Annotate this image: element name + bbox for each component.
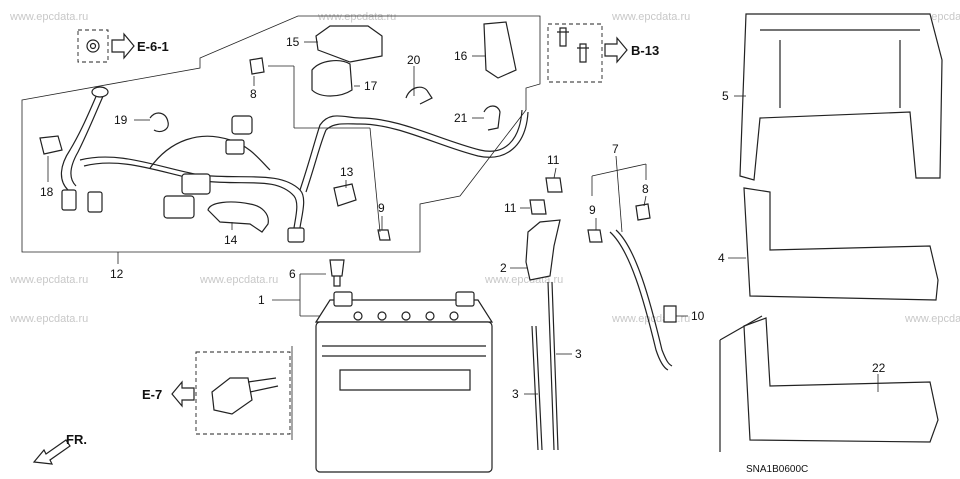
ref-b-13[interactable]: B-13 [631,43,659,58]
ref-e-6-1[interactable]: E-6-1 [137,39,169,54]
grommet-icon [86,39,100,53]
ground-cable-icon [609,231,669,371]
box-22-outline [719,315,763,452]
nut-icon [545,177,563,193]
battery-icon [314,291,494,473]
grommet-center [89,42,97,50]
ground-cable-icon-2 [615,229,673,367]
bolt-icon [249,57,265,75]
nut-icon [529,199,547,215]
watermark: www.epcdata.ru [9,313,88,325]
battery-box-cover-icon [739,13,943,181]
callout-14: 14 [224,233,238,247]
box-cover-ribs [760,29,920,108]
callout-15: 15 [286,35,300,49]
clip-icon [333,183,357,207]
nut-icon [587,229,603,243]
bolt-icon [329,259,345,287]
leader-lines [47,41,879,395]
terminal-cover-icon [311,60,353,97]
front-arrow-icon [32,439,71,465]
watermark: www.epcdata.ru [199,274,278,286]
ref-e-6-1-box [77,29,109,63]
bolt-icon [577,43,589,63]
drawing-code: SNA1B0600C [746,464,808,475]
watermark: www.epcdata.ru [611,11,690,23]
callout-16: 16 [454,49,468,63]
callout-19: 19 [114,113,128,127]
callout-5: 5 [722,89,729,103]
callout-9: 9 [589,203,596,217]
callout-3: 3 [512,387,519,401]
arrow-right-icon[interactable] [111,32,135,60]
front-label: FR. [66,432,87,447]
callout-17: 17 [364,79,378,93]
rod-icon [531,325,543,451]
callout-10: 10 [691,309,705,323]
callout-4: 4 [718,251,725,265]
callout-20: 20 [407,53,421,67]
callout-7: 7 [612,142,619,156]
callouts: 1 2 3 3 4 5 6 7 8 8 9 9 10 11 11 12 13 1… [40,35,886,401]
cable-lines [247,377,279,393]
callout-9: 9 [378,201,385,215]
ref-e-7[interactable]: E-7 [142,387,162,402]
callout-13: 13 [340,165,354,179]
watermark: www.epcdata.ru [904,313,960,325]
callout-6: 6 [289,267,296,281]
harness-group-outline [21,15,541,253]
clamp-icon [483,105,501,131]
arrow-left-icon[interactable] [171,380,195,408]
watermark: www.epcdata.ru [484,274,563,286]
fuse-box-icon [483,21,517,79]
watermark: www.epcdata.ru [317,11,396,23]
bolt-icon [557,27,569,47]
watermark: www.epcdata.ru [9,11,88,23]
callout-12: 12 [110,267,124,281]
ref-b-13-box [547,23,603,83]
callout-8: 8 [250,87,257,101]
callout-1: 1 [258,293,265,307]
callout-22: 22 [872,361,886,375]
callout-2: 2 [500,261,507,275]
battery-tray-icon [743,187,939,301]
nut-icon [377,229,391,241]
terminal-cover-icon [315,25,383,63]
wire-harness-icon [60,86,529,243]
rod-icon [547,281,559,451]
connector-icon [39,135,63,155]
watermark: www.epcdata.ru [611,313,690,325]
callout-8: 8 [642,182,649,196]
terminal-cover-icon [211,377,253,415]
callout-3: 3 [575,347,582,361]
clamp-icon [405,86,433,105]
watermark: www.epcdata.ru [9,274,88,286]
arrow-right-icon[interactable] [604,36,628,64]
callout-11: 11 [547,153,560,167]
callout-21: 21 [454,111,468,125]
ref-e-7-box [195,351,291,435]
battery-tray-icon [743,317,939,443]
bolt-icon [635,203,651,221]
setting-plate-icon [525,219,561,281]
clamp-icon [149,112,169,133]
cover-icon [207,201,269,233]
callout-18: 18 [40,185,54,199]
callout-11: 11 [504,201,517,215]
bolt-icon [663,305,677,323]
